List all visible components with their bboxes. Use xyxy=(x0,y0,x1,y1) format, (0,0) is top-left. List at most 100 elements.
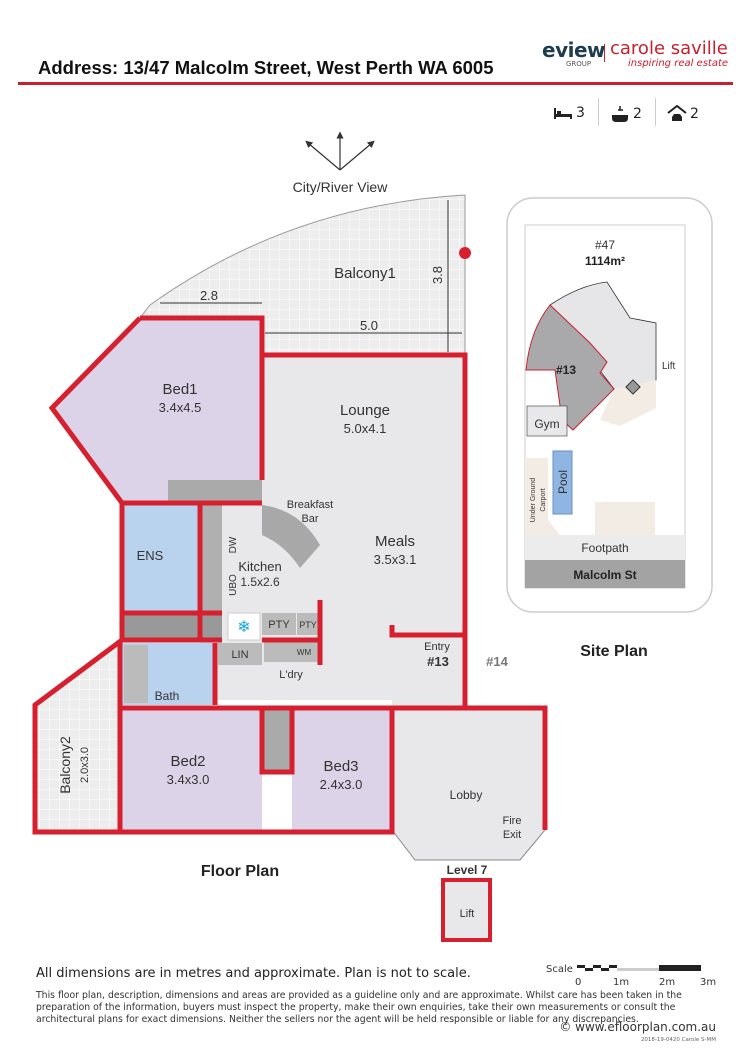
carport-ramp xyxy=(525,458,560,535)
carole-saville-logo: carole saville xyxy=(610,38,728,59)
meals-size: 3.5x3.1 xyxy=(374,552,417,567)
pool xyxy=(552,450,573,515)
balcony2-label: Balcony2 xyxy=(57,736,73,794)
balcony2-area xyxy=(34,638,121,833)
ensuite-cabinet xyxy=(122,613,222,640)
site-lot-number: #47 xyxy=(595,238,615,252)
balcony1-area xyxy=(138,194,466,356)
site-area: 1114m² xyxy=(585,254,625,268)
fire-exit-label-2: Exit xyxy=(503,829,521,841)
bed2-room xyxy=(120,708,262,830)
footpath xyxy=(525,535,685,560)
lounge-label: Lounge xyxy=(340,402,390,419)
property-address: Address: 13/47 Malcolm Street, West Pert… xyxy=(38,57,494,78)
site-lift xyxy=(625,379,641,395)
scale-bar xyxy=(577,965,701,971)
bathrooms-feature: 2 xyxy=(610,105,642,123)
bed-icon xyxy=(554,108,572,119)
lobby-area xyxy=(391,707,546,861)
bedrooms-feature: 3 xyxy=(553,105,585,121)
floor-plan-title: Floor Plan xyxy=(201,863,279,880)
pantry-1 xyxy=(262,613,296,635)
street-label: Malcolm St xyxy=(573,568,636,582)
garage-car-icon xyxy=(667,105,687,121)
gym-label: Gym xyxy=(534,417,559,431)
eview-logo-group: GROUP xyxy=(566,60,592,68)
site-plan: #47 1114m² #13 Lift Gym Pool Under Groun… xyxy=(506,197,713,613)
view-label: City/River View xyxy=(293,179,389,195)
header-divider xyxy=(18,82,733,85)
bath-label: Bath xyxy=(155,689,180,703)
breakfast-bar xyxy=(262,505,320,568)
unit-13-footprint xyxy=(525,304,615,431)
entry-label: Entry xyxy=(424,641,450,653)
meals-label: Meals xyxy=(375,533,415,550)
site-unit-label: #13 xyxy=(556,363,576,377)
site-plan-title: Site Plan xyxy=(580,643,648,660)
bedrooms-count: 3 xyxy=(576,105,585,121)
bed1-label: Bed1 xyxy=(162,381,197,398)
floor-plan-drawing: City/River View Balcony1 2.8 5.0 3.8 ❄ xyxy=(32,131,713,942)
pool-label: Pool xyxy=(556,470,570,494)
view-direction-arrows xyxy=(305,131,375,171)
scale-tick-0: 0 xyxy=(575,977,582,988)
footpath-label: Footpath xyxy=(581,541,628,555)
copyright: © www.efloorplan.com.au xyxy=(559,1020,716,1034)
kitchen-label: Kitchen xyxy=(238,559,281,574)
lounge-size: 5.0x4.1 xyxy=(344,421,387,436)
carport-label-1: Under Ground xyxy=(530,478,537,522)
bath-icon xyxy=(612,106,628,122)
linen-label: LIN xyxy=(231,649,248,661)
balcony-depth-dimension: 3.8 xyxy=(430,266,445,284)
logo-divider xyxy=(604,44,605,62)
common-area xyxy=(600,380,656,426)
bathtub xyxy=(124,645,148,703)
washing-machine-label: WM xyxy=(297,648,312,657)
feature-divider xyxy=(598,98,599,126)
walls xyxy=(32,315,548,835)
parking-count: 2 xyxy=(690,106,699,122)
lift-shaft xyxy=(441,878,492,942)
breakfast-bar-label-2: Bar xyxy=(301,513,318,525)
plan-code: 2018-19-0420 Carole S-MM xyxy=(640,1037,716,1043)
ensuite-label: ENS xyxy=(137,548,164,563)
pantry-label-2: PTY xyxy=(299,620,317,630)
bed-wardrobe xyxy=(262,708,292,772)
ensuite-room xyxy=(122,503,200,613)
pantry-2 xyxy=(297,613,319,635)
balcony2-size: 2.0x3.0 xyxy=(79,747,91,783)
dimensions-note: All dimensions are in metres and approxi… xyxy=(36,966,471,981)
unit-number-label: #13 xyxy=(427,654,449,669)
pantry-label-1: PTY xyxy=(268,619,290,631)
kitchen-bench xyxy=(200,505,222,612)
eview-logo: eview xyxy=(542,38,606,62)
bed3-size: 2.4x3.0 xyxy=(320,777,363,792)
carport-label-2: Carport xyxy=(540,488,547,511)
laundry-label: L'dry xyxy=(279,669,303,681)
balcony-width-dimension: 2.8 xyxy=(200,288,218,303)
scale-tick-1: 1m xyxy=(613,977,630,988)
bathrooms-count: 2 xyxy=(633,106,642,122)
bed3-label: Bed3 xyxy=(323,758,358,775)
laundry-bench xyxy=(264,640,318,662)
fridge-snowflake-icon: ❄ xyxy=(237,619,250,636)
disclaimer: This floor plan, description, dimensions… xyxy=(36,990,682,1025)
bed2-size: 3.4x3.0 xyxy=(167,772,210,787)
lounge-width-dimension: 5.0 xyxy=(360,318,378,333)
street xyxy=(525,560,685,588)
level-label: Level 7 xyxy=(447,863,488,877)
entrance-building xyxy=(595,502,655,535)
linen-cupboard xyxy=(218,643,262,665)
oven-label: UBO xyxy=(228,574,239,596)
lift-label: Lift xyxy=(460,908,475,920)
fire-exit-label-1: Fire xyxy=(503,815,522,827)
site-lift-label: Lift xyxy=(662,361,676,372)
unit-marker-dot xyxy=(459,247,471,259)
bed1-wardrobe xyxy=(168,480,262,502)
parking-feature: 2 xyxy=(667,105,699,123)
gym xyxy=(526,405,568,437)
dishwasher-label: DW xyxy=(228,536,239,553)
bed1-room xyxy=(52,318,262,503)
bed1-size: 3.4x4.5 xyxy=(159,400,202,415)
scale-tick-2: 2m xyxy=(659,977,676,988)
